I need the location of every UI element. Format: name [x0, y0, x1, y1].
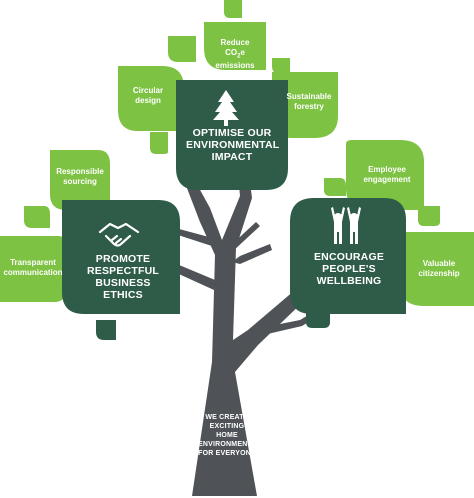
handshake-icon [98, 222, 140, 247]
leaf-reduce-co2 [204, 22, 266, 70]
leaf-reduce-co2-line2-suffix: e emissions [215, 48, 255, 71]
hub-wellbeing-box [290, 198, 406, 314]
leaves [0, 0, 474, 306]
leaf-reduce-co2-subscript: 2 [237, 53, 241, 60]
hub-environment-label: OPTIMISE OUR ENVIRONMENTAL IMPACT [186, 127, 280, 164]
leaf-reduce-co2-line1: Reduce [220, 38, 250, 47]
tree-icon [213, 90, 239, 126]
leaf-responsible-sourcing-label: Responsible sourcing [56, 167, 104, 186]
leaf-reduce-co2-label: Reduce CO2e emissions [206, 38, 264, 71]
leaf-responsible-sourcing [50, 150, 110, 210]
leaf-employee-engagement-label: Employee engagement [363, 165, 411, 184]
leaf-valuable-citizenship [400, 232, 474, 306]
leaf-transparent-communication [0, 236, 66, 302]
leaf-sustainable-forestry-label: Sustainable forestry [286, 92, 332, 111]
leaf-sustainable-forestry [272, 72, 338, 138]
trunk-statement: WE CREATE EXCITING HOME ENVIRONMENTS FOR… [198, 414, 257, 458]
hub-wellbeing-label: ENCOURAGE PEOPLE'S WELLBEING [313, 251, 385, 288]
leaf-reduce-co2-line2-prefix: CO [225, 48, 238, 57]
leaf-circular-design [118, 66, 184, 131]
hub-environment-box [176, 80, 288, 190]
hubs [62, 80, 406, 314]
bird-icon [212, 235, 228, 258]
leaf-circular-design-label: Circular design [132, 86, 164, 105]
leaf-valuable-citizenship-label: Valuable citizenship [418, 259, 460, 278]
people-cheering-icon [331, 207, 361, 244]
hub-ethics-label: PROMOTE RESPECTFUL BUSINESS ETHICS [86, 253, 159, 302]
hub-ethics-box [62, 200, 180, 314]
leaf-employee-engagement [346, 140, 424, 210]
leaf-transparent-communication-label: Transparent communication [3, 258, 63, 277]
